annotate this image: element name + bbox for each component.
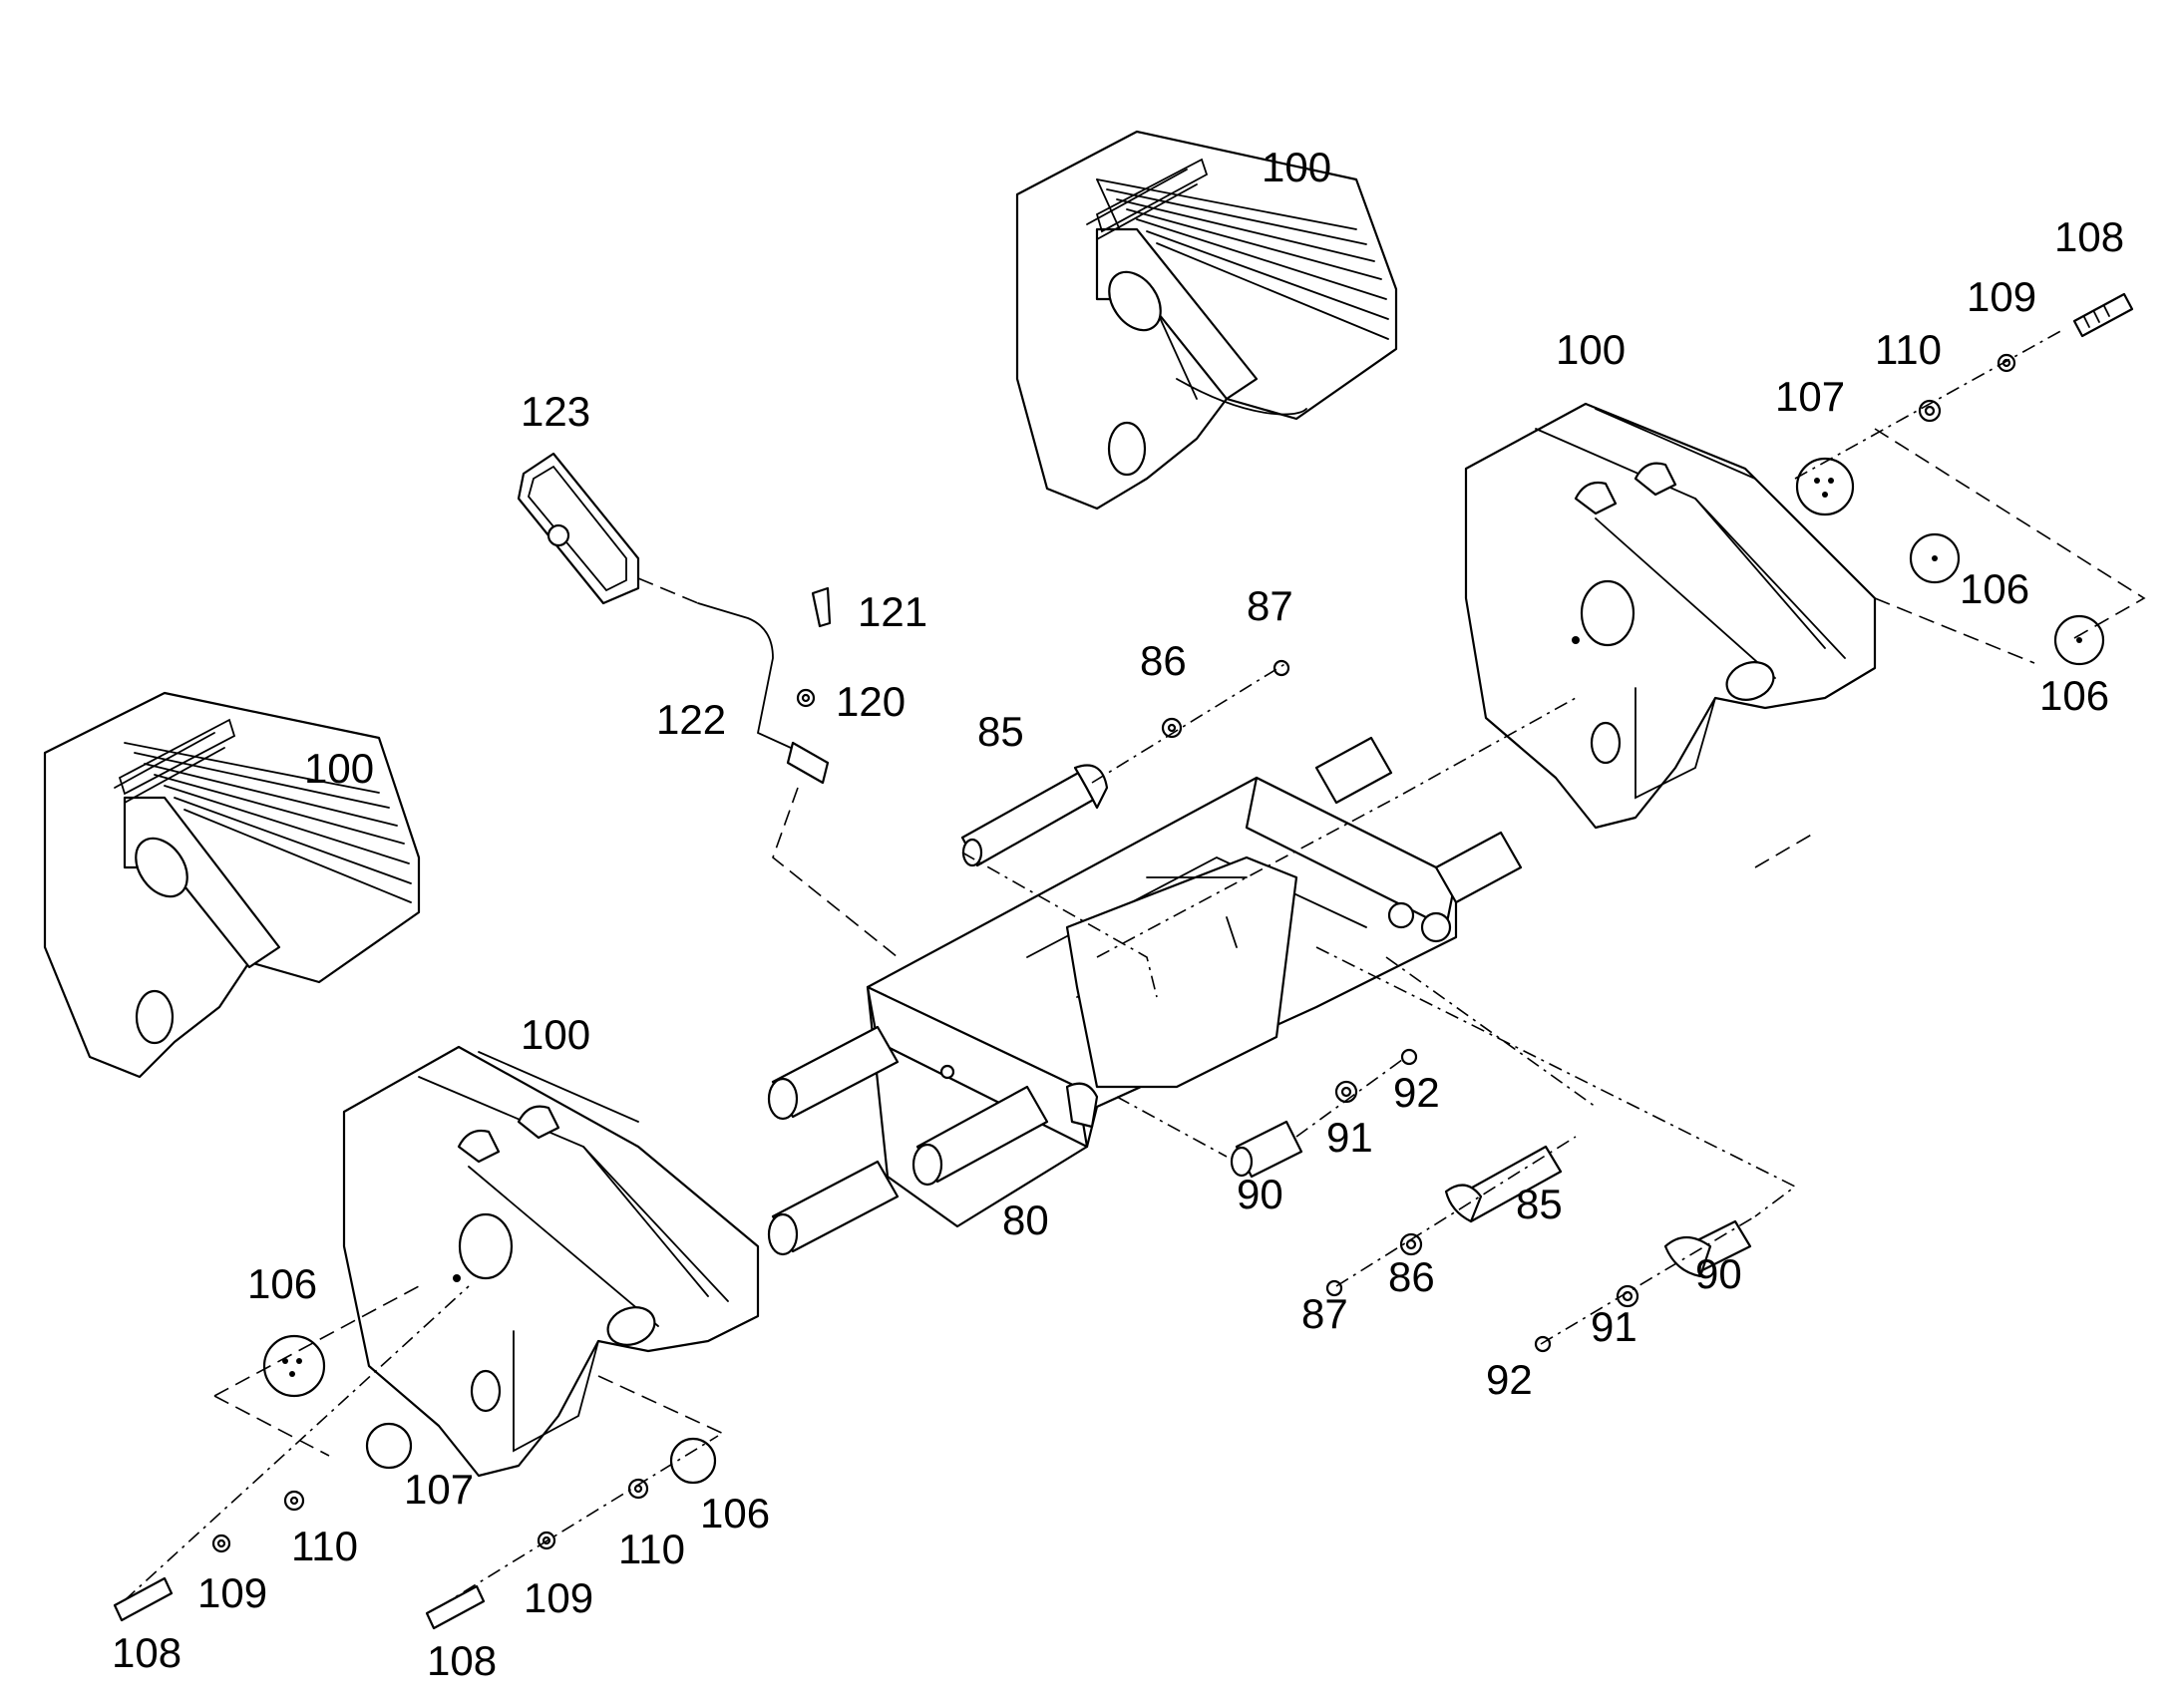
callout-123: 123 xyxy=(521,388,590,435)
callout-91-bottom: 91 xyxy=(1591,1303,1637,1350)
callout-106-right-a: 106 xyxy=(1960,565,2029,612)
callout-100-lower: 100 xyxy=(521,1011,590,1058)
axis-line-right xyxy=(1754,832,1816,868)
callout-108-left-b: 108 xyxy=(427,1637,497,1684)
callout-121: 121 xyxy=(858,588,927,635)
callout-100-right: 100 xyxy=(1556,326,1626,373)
callout-109-left-a: 109 xyxy=(197,1569,267,1616)
pin-hardware xyxy=(960,659,1797,1353)
callout-108-right: 108 xyxy=(2054,213,2124,260)
callout-122: 122 xyxy=(656,696,726,743)
callout-109-left-b: 109 xyxy=(524,1574,593,1621)
weight-100-lower xyxy=(342,1045,760,1478)
callout-106-left-a: 106 xyxy=(247,1260,317,1307)
callout-110-right: 110 xyxy=(1875,326,1942,373)
callout-109-right: 109 xyxy=(1967,273,2036,320)
callout-107-right: 107 xyxy=(1775,373,1845,420)
callout-106-left-b: 106 xyxy=(700,1490,770,1537)
weight-100-right xyxy=(1464,402,1877,830)
lamp-assembly xyxy=(517,452,899,958)
callout-106-right-b: 106 xyxy=(2039,672,2109,719)
callout-110-left-b: 110 xyxy=(618,1526,685,1572)
callout-120: 120 xyxy=(836,678,906,725)
callout-107-left: 107 xyxy=(404,1466,474,1513)
callout-100-left: 100 xyxy=(304,745,374,792)
callout-80: 80 xyxy=(1002,1196,1049,1243)
callout-labels: 100 100 100 100 108 109 110 107 106 106 … xyxy=(112,144,2124,1684)
callout-92-top: 92 xyxy=(1393,1069,1440,1116)
callout-108-left-a: 108 xyxy=(112,1629,182,1676)
frame-80 xyxy=(767,736,1523,1256)
callout-90-top: 90 xyxy=(1237,1171,1283,1217)
callout-85-bottom: 85 xyxy=(1516,1181,1563,1227)
axis-line-center xyxy=(1096,697,1577,958)
callout-100-top: 100 xyxy=(1262,144,1331,190)
callout-85-top: 85 xyxy=(977,708,1024,755)
weight-100-top xyxy=(1015,130,1398,511)
callout-110-left-a: 110 xyxy=(291,1523,358,1569)
callout-87-bottom: 87 xyxy=(1301,1290,1348,1337)
callout-91-top: 91 xyxy=(1326,1114,1373,1161)
weight-100-left xyxy=(43,691,421,1079)
right-hardware xyxy=(1794,292,2146,666)
callout-87-top: 87 xyxy=(1247,582,1293,629)
left-hardware xyxy=(113,1285,729,1630)
callout-86-bottom: 86 xyxy=(1388,1253,1435,1300)
callout-92-bottom: 92 xyxy=(1486,1356,1533,1403)
callout-90-bottom: 90 xyxy=(1695,1250,1742,1297)
callout-86-top: 86 xyxy=(1140,637,1187,684)
